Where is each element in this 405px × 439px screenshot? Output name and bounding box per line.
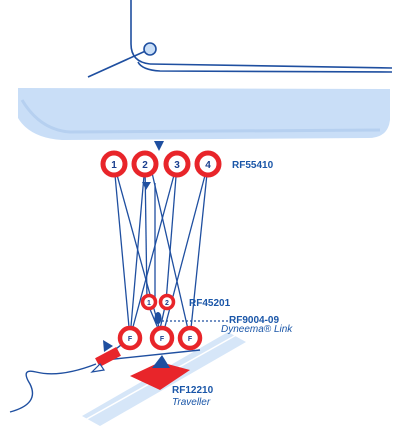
mid-block-label: RF45201 [189, 298, 231, 309]
link-label: RF9004-09 [229, 315, 279, 326]
svg-text:1: 1 [147, 300, 151, 307]
top-sheave-3: 3 [163, 150, 191, 178]
sheet-lines [113, 163, 209, 339]
svg-text:3: 3 [174, 160, 180, 171]
tail-arrow-icon [90, 363, 106, 373]
traveller-car [130, 362, 190, 390]
cleat-arrow-icon [103, 340, 113, 352]
svg-text:F: F [128, 336, 133, 343]
top-sheave-4: 4 [194, 150, 222, 178]
down-arrow-top-icon [154, 141, 164, 151]
traveller-desc-label: Traveller [172, 397, 211, 408]
mast-gooseneck [87, 0, 393, 78]
svg-text:2: 2 [142, 160, 148, 171]
svg-text:4: 4 [205, 160, 211, 171]
top-sheave-2: 2 [131, 150, 159, 178]
svg-text:F: F [160, 336, 165, 343]
bottom-block: F F F [117, 325, 203, 351]
cam-cleat [95, 346, 121, 368]
top-block: 1 2 3 4 [100, 150, 222, 178]
mid-sheave-1: 1 [140, 293, 158, 311]
traveller-label: RF12210 [172, 385, 214, 396]
down-arrow-mid-icon [142, 182, 151, 190]
top-sheave-1: 1 [100, 150, 128, 178]
gooseneck-pin [143, 42, 157, 56]
mid-block: 1 2 [140, 293, 176, 311]
dyneema-link [154, 312, 162, 324]
bottom-sheave-2: F [149, 325, 175, 351]
boom-shadow [20, 99, 381, 134]
bottom-sheave-1: F [117, 325, 143, 351]
svg-text:2: 2 [165, 300, 169, 307]
bottom-sheave-3: F [177, 325, 203, 351]
mid-sheave-2: 2 [158, 293, 176, 311]
boom [18, 88, 390, 140]
top-block-label: RF55410 [232, 160, 274, 171]
svg-text:1: 1 [111, 160, 117, 171]
svg-text:F: F [188, 336, 193, 343]
link-desc-label: Dyneema® Link [221, 324, 293, 335]
traveller-car-arrow [152, 355, 170, 368]
